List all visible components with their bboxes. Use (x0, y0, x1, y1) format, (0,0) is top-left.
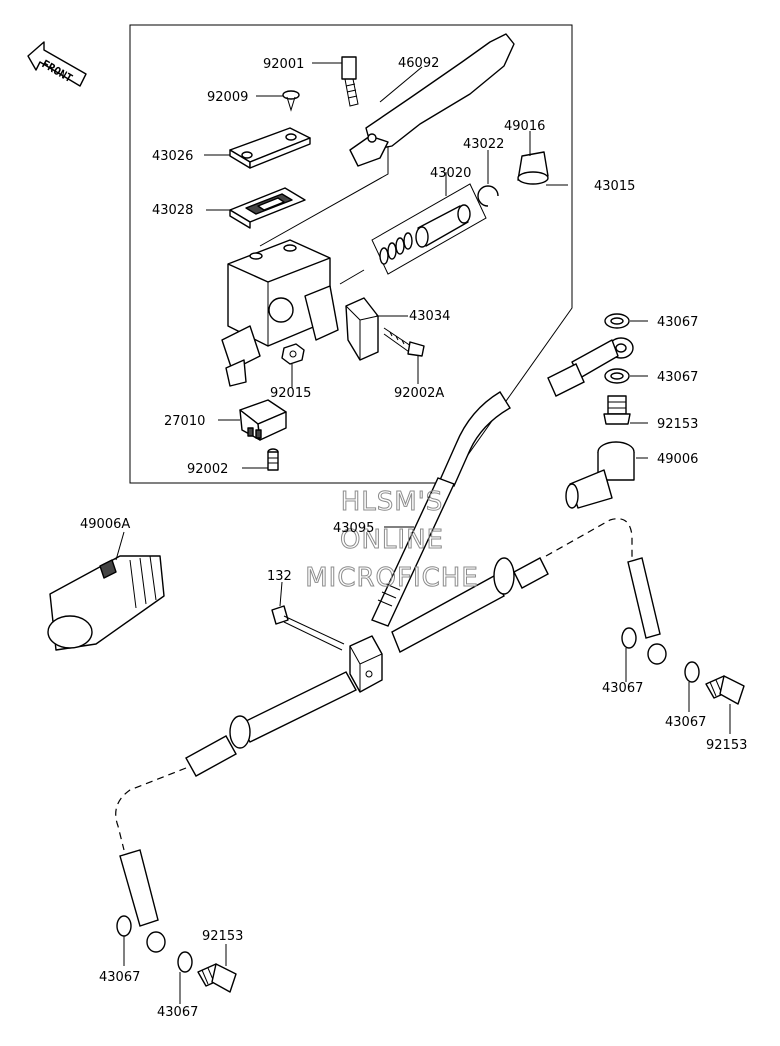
piston-kit-icon (371, 183, 487, 275)
callout-43067-upper-2[interactable]: 43067 (657, 370, 698, 385)
callout-43015[interactable]: 43015 (594, 179, 635, 194)
callout-43020[interactable]: 43020 (430, 166, 471, 181)
bolt-92001-icon (341, 56, 359, 107)
callout-46092[interactable]: 46092 (398, 56, 439, 71)
callout-92015[interactable]: 92015 (270, 386, 311, 401)
callout-49016[interactable]: 49016 (504, 119, 545, 134)
callout-labels: 92001 46092 92009 43026 49016 43022 4301… (80, 56, 747, 1020)
dust-boot-icon (517, 151, 549, 185)
callout-43022[interactable]: 43022 (463, 137, 504, 152)
watermark-line1: HLSM'S (341, 487, 444, 517)
bolt-132-icon (271, 605, 345, 651)
washer-43067a-icon (604, 313, 630, 329)
callout-92153-right[interactable]: 92153 (706, 738, 747, 753)
callout-43067-left-1[interactable]: 43067 (99, 970, 140, 985)
callout-49006A[interactable]: 49006A (80, 517, 130, 532)
reservoir-cover-icon (229, 127, 311, 169)
bleeder-cap-49006-icon (565, 441, 635, 509)
left-brake-hose-icon (115, 671, 357, 953)
assembly-frame (129, 24, 573, 484)
watermark-line3: MICROFICHE (305, 563, 479, 593)
nut-92015-icon (281, 343, 305, 365)
callout-43067-right-2[interactable]: 43067 (665, 715, 706, 730)
callout-92153-upper[interactable]: 92153 (657, 417, 698, 432)
callout-92002[interactable]: 92002 (187, 462, 228, 477)
clamp-icon (345, 297, 379, 361)
brake-switch-icon (239, 399, 287, 441)
callout-43028[interactable]: 43028 (152, 203, 193, 218)
bolt-92002A-icon (383, 327, 425, 357)
banjo-bolt-92153a-icon (603, 395, 631, 425)
hose-joint-block-icon (349, 635, 383, 693)
callout-92001[interactable]: 92001 (263, 57, 304, 72)
callout-43026[interactable]: 43026 (152, 149, 193, 164)
callout-92153-left[interactable]: 92153 (202, 929, 243, 944)
callout-27010[interactable]: 27010 (164, 414, 205, 429)
banjo-bolt-92153b-icon (705, 675, 745, 705)
leader-lines (115, 62, 731, 1004)
callout-43067-upper-1[interactable]: 43067 (657, 315, 698, 330)
screw-92002-icon (267, 448, 279, 471)
callout-43095[interactable]: 43095 (333, 521, 374, 536)
washer-43067c-icon (621, 627, 637, 649)
brake-lever-icon (349, 33, 515, 167)
washer-43067d-icon (684, 661, 700, 683)
diaphragm-icon (229, 187, 306, 229)
callout-49006[interactable]: 49006 (657, 452, 698, 467)
upper-brake-hose-icon (371, 363, 585, 627)
callout-43067-right-1[interactable]: 43067 (602, 681, 643, 696)
callout-43034[interactable]: 43034 (409, 309, 450, 324)
watermark-line2: ONLINE (340, 525, 444, 555)
banjo-fitting-icon (571, 337, 634, 379)
callout-92002A[interactable]: 92002A (394, 386, 444, 401)
screw-92009-icon (282, 90, 300, 112)
front-arrow-icon: FRONT (27, 41, 87, 87)
washer-43067e-icon (116, 915, 132, 937)
cover-49006A-icon (47, 555, 165, 651)
callout-132[interactable]: 132 (267, 569, 292, 584)
callout-43067-left-2[interactable]: 43067 (157, 1005, 198, 1020)
circlip-icon (477, 185, 499, 207)
watermark: HLSM'S ONLINE MICROFICHE (305, 487, 479, 594)
washer-43067b-icon (604, 368, 630, 384)
washer-43067f-icon (177, 951, 193, 973)
banjo-bolt-92153c-icon (197, 963, 237, 993)
right-brake-hose-icon (391, 518, 667, 665)
callout-92009[interactable]: 92009 (207, 90, 248, 105)
master-cylinder-body-icon (221, 239, 339, 387)
